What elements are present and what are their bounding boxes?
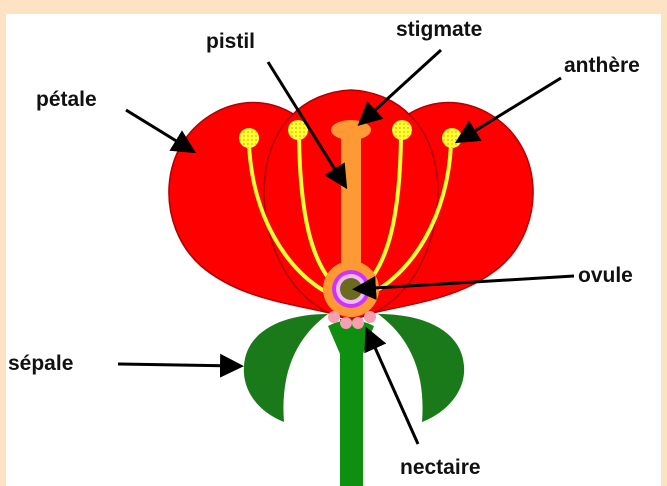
label-petale: pétale bbox=[36, 88, 97, 111]
sepal-left bbox=[244, 314, 328, 422]
anther bbox=[442, 128, 462, 148]
stigma bbox=[331, 120, 371, 140]
label-pistil: pistil bbox=[206, 30, 255, 53]
label-nectaire: nectaire bbox=[400, 456, 481, 479]
anther bbox=[392, 120, 412, 140]
pointer-sepale bbox=[118, 364, 238, 366]
anther bbox=[239, 128, 259, 148]
label-sepale: sépale bbox=[8, 352, 73, 375]
label-anthere: anthère bbox=[564, 54, 640, 77]
flower-diagram-canvas: pétale pistil stigmate anthère ovule sép… bbox=[6, 14, 661, 486]
label-ovule: ovule bbox=[578, 264, 633, 287]
label-stigmate: stigmate bbox=[396, 18, 482, 41]
flower-diagram: pétale pistil stigmate anthère ovule sép… bbox=[6, 14, 661, 486]
pointer-petale bbox=[126, 110, 191, 150]
sepal-right bbox=[378, 314, 464, 422]
